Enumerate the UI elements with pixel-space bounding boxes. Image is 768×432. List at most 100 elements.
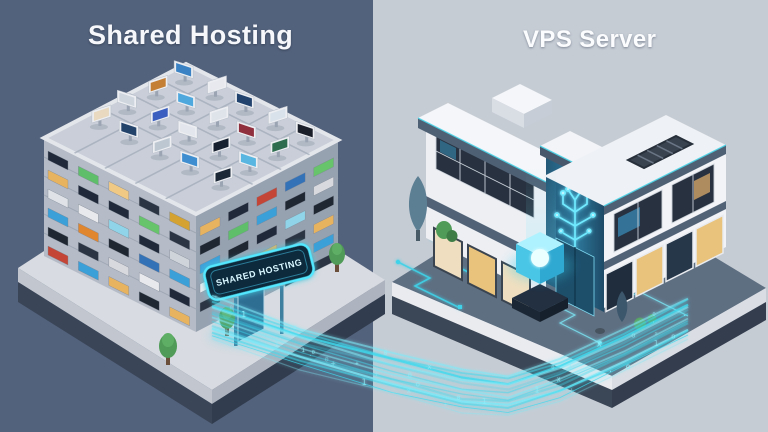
tall-blue-tree	[408, 176, 428, 241]
monitor-screen	[119, 92, 135, 107]
cubicle-wall	[104, 93, 248, 170]
facade-window	[108, 181, 130, 201]
facade-window	[108, 219, 130, 239]
data-stream-line	[211, 334, 689, 413]
facade-window	[47, 188, 69, 209]
stream-glyph: 0	[384, 350, 388, 357]
stream-glyph: x	[655, 331, 659, 337]
roof-monitor	[234, 90, 255, 116]
monitor-screen	[182, 153, 198, 167]
left-wing-roof	[417, 103, 576, 192]
monitor-screen	[121, 122, 137, 137]
cubicle-wall	[165, 124, 308, 200]
stream-glyph: 1	[362, 378, 367, 388]
roof-monitor	[179, 150, 200, 176]
facade-window	[47, 150, 69, 171]
monitor-screen	[150, 77, 166, 92]
stream-glyph: 0	[408, 372, 412, 380]
stream-glyph: o	[671, 332, 675, 341]
stream-glyph: 1	[301, 348, 305, 354]
stream-glyph: ·	[224, 326, 228, 335]
stream-glyph: +	[444, 402, 447, 408]
stream-glyph: 0	[457, 395, 461, 402]
data-stream-line	[211, 320, 689, 401]
roof-monitor	[236, 120, 257, 146]
facade-window	[108, 276, 130, 296]
monitor-screen	[270, 108, 286, 123]
facade-window	[256, 187, 277, 207]
bush	[436, 221, 458, 242]
facade-window	[313, 157, 334, 178]
stream-glyph: x	[407, 387, 411, 395]
facade-window	[47, 226, 69, 247]
roof-monitor	[89, 104, 112, 130]
stream-glyph: 0	[551, 365, 554, 371]
stream-glyph: ·	[309, 353, 313, 359]
right-wing-floor-trim	[604, 201, 726, 270]
stream-glyph: o	[416, 380, 421, 389]
stream-glyph: o	[631, 330, 635, 339]
facade-window	[228, 239, 249, 260]
stream-glyph: ·	[558, 376, 561, 382]
roof-monitor	[211, 165, 233, 191]
data-stream-line	[211, 322, 689, 403]
facade-window	[169, 211, 190, 232]
monitor-screen	[180, 123, 196, 137]
monitor-screen	[152, 107, 168, 122]
facade-window	[169, 287, 190, 308]
facade-window	[285, 210, 306, 230]
stream-glyph: x	[597, 339, 602, 349]
facade-window	[169, 268, 190, 289]
facade-window	[108, 257, 130, 277]
facade-window	[78, 241, 99, 262]
facade-window	[47, 207, 69, 228]
facade-window	[313, 176, 334, 197]
facade-window	[169, 249, 190, 270]
upper-windows-right-wing	[613, 163, 715, 253]
monitor-screen	[211, 108, 227, 122]
monitor-screen	[176, 63, 192, 77]
stream-glyph: 1	[217, 316, 222, 326]
apartment-building: SHARED HOSTING	[39, 60, 343, 347]
stream-glyph: 0	[325, 355, 329, 363]
facade-window	[138, 272, 160, 292]
monitor-screen	[209, 78, 225, 92]
roof-monitor	[150, 134, 172, 161]
facade-window	[256, 225, 277, 245]
stream-glyph: +	[214, 293, 218, 301]
facade-window	[138, 215, 160, 235]
roof-monitor	[266, 105, 288, 132]
facade-window	[169, 306, 190, 327]
facade-window	[47, 245, 69, 266]
cubicle-wall	[74, 78, 217, 154]
facade-windows-left	[43, 150, 197, 327]
monitor-screen	[236, 93, 252, 107]
facade-window	[78, 165, 99, 186]
facade-window	[138, 196, 160, 216]
stream-glyph: 1	[482, 396, 487, 406]
facade-window	[285, 172, 306, 192]
roof-monitor	[119, 119, 139, 146]
roof-monitor	[207, 105, 229, 131]
stream-glyph: 0	[312, 350, 315, 356]
stream-glyph: +	[355, 361, 359, 367]
roof-monitor	[268, 135, 290, 162]
roof-monitor	[177, 120, 198, 146]
facade-window	[108, 200, 130, 220]
data-stream-line	[211, 294, 689, 378]
monitor-screen	[215, 168, 231, 182]
stream-glyph: x	[293, 324, 297, 331]
facade-window	[313, 195, 334, 216]
stream-glyph: 0	[652, 312, 655, 318]
facade-window	[138, 234, 160, 254]
monitor-screen	[154, 137, 170, 152]
stream-glyph: 0	[230, 306, 233, 312]
stream-glyph: 1	[654, 339, 659, 348]
stream-glyph: ·	[683, 312, 687, 320]
data-stream-line	[211, 329, 689, 409]
facade-window	[169, 230, 190, 251]
glass-sunroom	[605, 214, 724, 313]
sign-post	[280, 286, 284, 334]
